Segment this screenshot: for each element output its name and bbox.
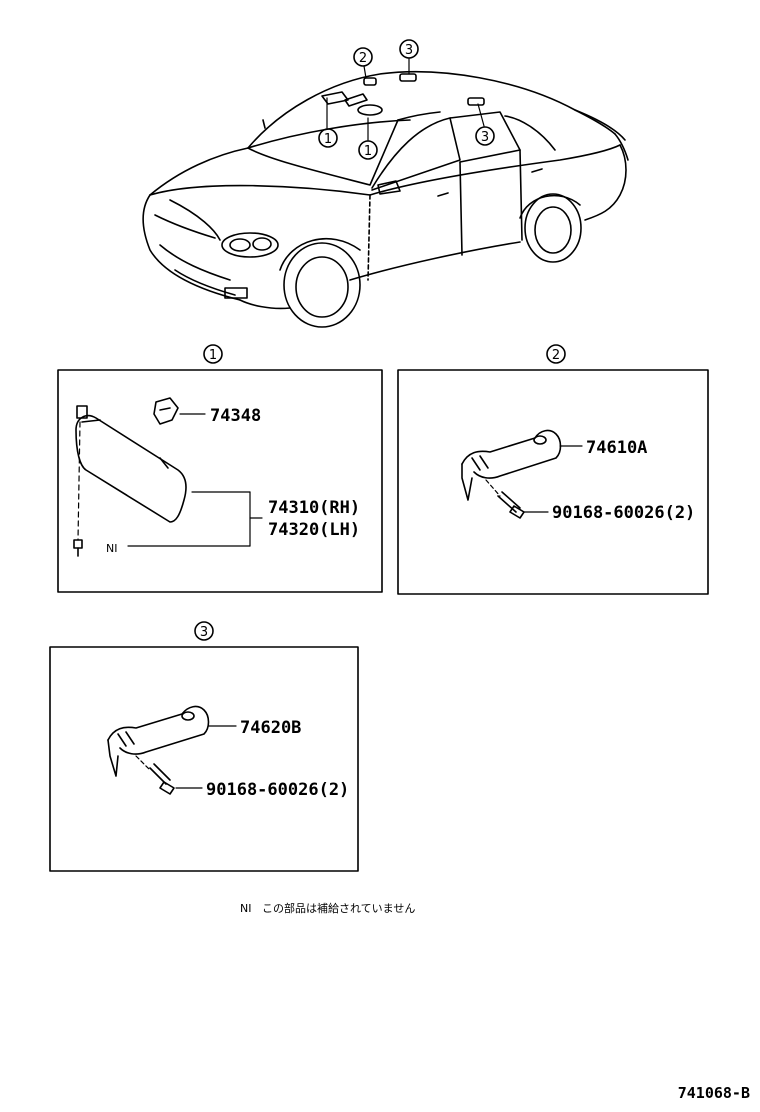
svg-text:3: 3 [200,625,208,640]
part-74310-rh-label: 74310(RH) [268,498,360,518]
car-callout-leaders [326,57,485,141]
assist-grip-2-drawing [461,429,562,501]
part-74348-label: 74348 [210,406,261,426]
car-illustration [142,70,629,328]
screw-2-dashed-guide [485,479,501,497]
svg-text:1: 1 [209,348,217,363]
panel-2-header: 2 [546,344,566,364]
panel-1-header: 1 [203,344,223,364]
visor-screw [73,539,83,557]
svg-text:2: 2 [359,51,367,66]
svg-text:1: 1 [364,144,372,159]
svg-text:3: 3 [405,43,413,58]
car-callout-1b: 1 [358,140,378,160]
svg-text:1: 1 [324,132,332,147]
car-callout-3a: 3 [399,39,419,59]
car-callout-2: 2 [353,47,373,67]
svg-text:3: 3 [481,130,489,145]
document-id: 741068-B [678,1084,750,1102]
part-74610a-label: 74610A [586,438,647,458]
part-74620b-label: 74620B [240,718,301,738]
visor-clip-drawing [153,397,179,425]
panel-2-frame [397,369,709,595]
sun-visor-drawing [75,405,187,523]
ni-marker: NI [106,542,117,555]
part-90168-60026-p2-label: 90168-60026(2) [552,503,695,523]
panel-3-frame [49,646,359,872]
panel-3-header: 3 [194,621,214,641]
assist-grip-3-drawing [107,705,210,777]
visor-bracket-leaders [127,491,263,547]
panel-1-frame [57,369,383,593]
footnote-text: この部品は補給されていません [262,901,415,915]
part-90168-60026-p3-label: 90168-60026(2) [206,780,349,800]
screw-3-drawing [149,763,175,795]
screw-2-drawing [497,491,525,519]
visor-screw-dashed-guide [77,421,81,541]
car-callout-1a: 1 [318,128,338,148]
svg-text:2: 2 [552,348,560,363]
screw-3-dashed-guide [135,755,151,771]
part-74320-lh-label: 74320(LH) [268,520,360,540]
car-callout-3b: 3 [475,126,495,146]
footnote-marker: NI [240,902,251,915]
